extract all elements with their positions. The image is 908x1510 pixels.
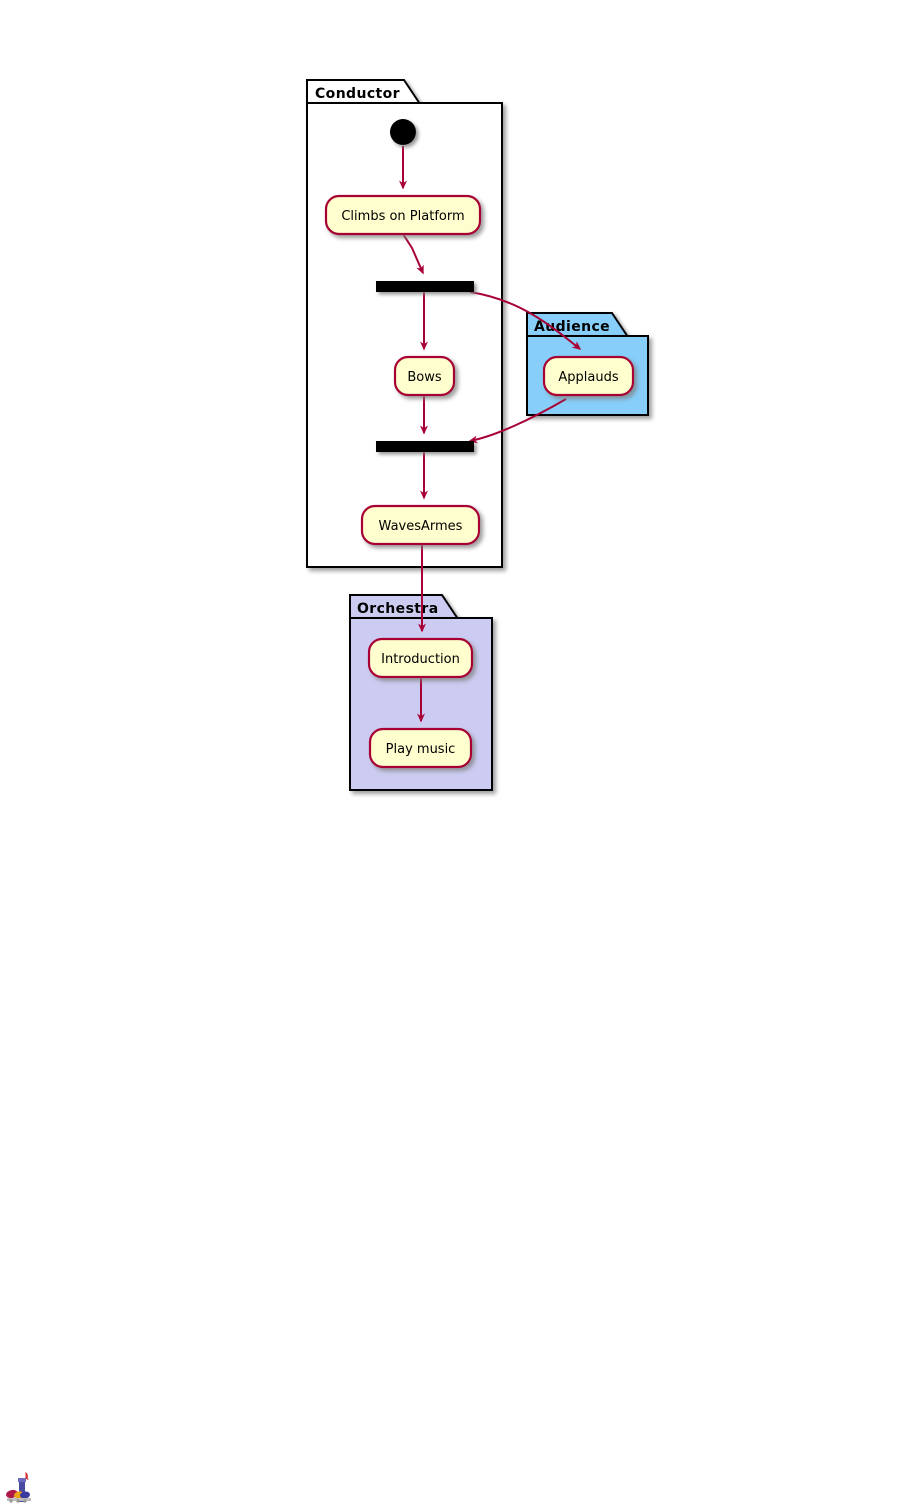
activity-introduction-shape bbox=[367, 637, 474, 679]
activity-bows-shape bbox=[393, 355, 456, 397]
activity-climbs-on-platform-label: Climbs on Platform bbox=[341, 209, 464, 224]
activity-wavesarmes[interactable]: WavesArmes bbox=[360, 504, 481, 546]
activity-wavesarmes-shape bbox=[360, 504, 481, 546]
activity-play-music-shape bbox=[368, 727, 473, 769]
join-bar[interactable] bbox=[376, 441, 474, 452]
activity-climbs-on-platform-shape bbox=[324, 194, 482, 236]
activity-bows[interactable]: Bows bbox=[393, 355, 456, 397]
edge-climbs-to-fork bbox=[402, 233, 424, 275]
activity-applauds-label: Applauds bbox=[558, 370, 618, 385]
partition-conductor-label: Conductor bbox=[315, 86, 400, 102]
plantuml-logo-icon bbox=[6, 1472, 31, 1503]
activity-introduction-label: Introduction bbox=[381, 652, 460, 667]
activity-introduction[interactable]: Introduction bbox=[367, 637, 474, 679]
edge-fork-to-applauds bbox=[469, 291, 582, 350]
activity-play-music[interactable]: Play music bbox=[368, 727, 473, 769]
partition-conductor[interactable]: Conductor bbox=[306, 79, 503, 568]
activity-bows-label: Bows bbox=[407, 370, 442, 385]
fork-bar[interactable] bbox=[376, 281, 474, 292]
start-node[interactable] bbox=[390, 119, 416, 145]
partition-audience-label: Audience bbox=[534, 319, 610, 335]
partition-conductor-body bbox=[306, 102, 503, 568]
activity-applauds-shape bbox=[542, 355, 635, 397]
edge-applauds-to-join bbox=[468, 398, 567, 444]
activity-play-music-label: Play music bbox=[386, 742, 456, 757]
activity-wavesarmes-label: WavesArmes bbox=[379, 519, 463, 534]
partition-orchestra-label: Orchestra bbox=[357, 601, 439, 617]
activity-climbs-on-platform[interactable]: Climbs on Platform bbox=[324, 194, 482, 236]
activity-applauds[interactable]: Applauds bbox=[542, 355, 635, 397]
